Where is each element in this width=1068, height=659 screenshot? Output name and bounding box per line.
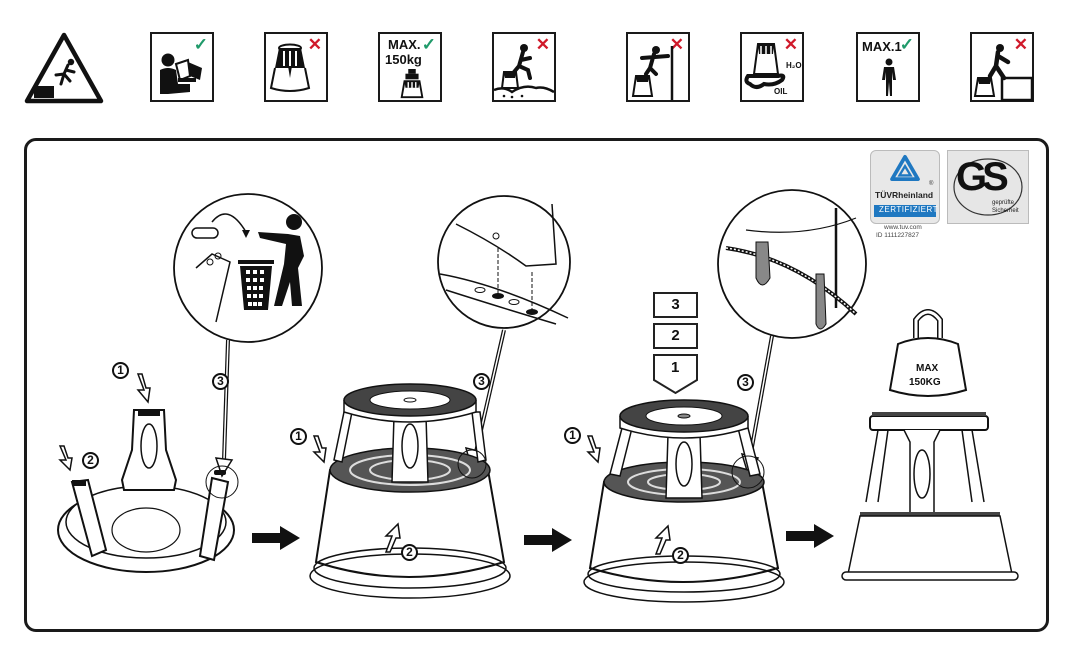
marker-1: 1 [564, 427, 581, 444]
press-arrow-icon [58, 445, 73, 472]
tuv-registered-mark: ® [929, 181, 934, 187]
check-icon: ✓ [193, 35, 208, 54]
press-arrow-icon [312, 435, 327, 464]
person-reading-icon [160, 53, 202, 94]
press-arrow-icon [136, 373, 151, 404]
marker-3: 3 [737, 374, 754, 391]
stack-order-box-2: 2 [653, 323, 698, 349]
push-up-arrow-icon [384, 522, 401, 553]
max-load-weight-icon [888, 309, 968, 397]
max-one-person-pictogram: ✓ MAX.1 [856, 32, 920, 102]
marker-1: 1 [290, 428, 307, 445]
read-manual-pictogram: ✓ [150, 32, 214, 102]
fall-hazard-warning-icon [24, 32, 104, 104]
stack-order-arrow-box [653, 354, 698, 395]
push-up-arrow-icon [654, 524, 671, 555]
gs-logo-icon [953, 158, 1023, 216]
assembled-stool-step3 [583, 399, 785, 603]
h2o-label: H₂O [786, 61, 802, 70]
single-person-icon [882, 58, 896, 96]
step3-detail-circle [717, 189, 867, 339]
marker-3: 3 [473, 373, 490, 390]
no-stepping-sideways-pictogram: ✕ [970, 32, 1034, 102]
weight-label-max: MAX [916, 363, 939, 374]
arrow-right-icon [252, 526, 300, 550]
gs-logo-text: GS [956, 155, 1009, 199]
assembly-instructions-frame [24, 138, 1049, 632]
no-overreaching-pictogram: ✕ [626, 32, 690, 102]
trash-bin-icon [238, 260, 274, 310]
max-load-pictogram: ✓ MAX. 150kg [378, 32, 442, 102]
stack-order-box-3: 3 [653, 292, 698, 318]
person-stepping-off-icon [973, 44, 1034, 102]
cross-icon: ✕ [669, 35, 684, 54]
gs-caption-line1: geprüfte [992, 200, 1015, 206]
max-load-label-line2: 150kg [385, 52, 422, 67]
press-arrow-icon [586, 435, 601, 464]
tuv-url: www.tuv.com [884, 224, 922, 231]
gs-certification-badge: GS geprüfte Sicherheit [947, 150, 1029, 224]
cross-icon: ✕ [535, 35, 550, 54]
stack-order-label-1: 1 [671, 359, 680, 376]
no-uneven-ground-pictogram: ✕ [492, 32, 556, 102]
marker-1: 1 [112, 362, 129, 379]
step2-detail-circle [437, 195, 571, 329]
tuv-triangle-logo-icon [890, 155, 920, 181]
marker-2: 2 [672, 547, 689, 564]
cross-icon: ✕ [783, 35, 798, 54]
check-icon: ✓ [899, 35, 914, 54]
cross-icon: ✕ [1013, 35, 1028, 54]
marker-2: 2 [82, 452, 99, 469]
oil-label: OIL [774, 87, 788, 96]
check-icon: ✓ [421, 35, 436, 54]
person-disposing-icon [258, 214, 304, 306]
step1-pointer-arrow [214, 339, 234, 478]
person-on-uneven-ground-icon [493, 44, 555, 99]
arrow-right-icon [524, 528, 572, 552]
marker-2: 2 [401, 544, 418, 561]
gs-caption-line2: Sicherheit [992, 208, 1019, 214]
finished-step-stool [841, 412, 1019, 581]
weight-label-150kg: 150KG [909, 377, 941, 388]
max-load-label-line1: MAX. [388, 37, 421, 52]
stool-on-oil-spill-icon [744, 43, 786, 89]
no-slippery-surface-pictogram: ✕ H₂O OIL [740, 32, 804, 102]
tuv-zertifiziert-banner: ZERTIFIZIERT [874, 205, 939, 217]
step-stool-icon [269, 43, 311, 92]
tuv-brand-name: TÜVRheinland [875, 190, 934, 200]
assembled-stool-step2 [309, 383, 511, 599]
stool-base-with-legs [57, 409, 239, 573]
weight-on-stool-icon [400, 69, 424, 99]
tuv-certification-badge: ® TÜVRheinland ZERTIFIZIERT [870, 150, 940, 224]
marker-3: 3 [212, 373, 229, 390]
tuv-zertifiziert-label: ZERTIFIZIERT [879, 205, 939, 214]
max-one-label: MAX.1 [862, 39, 902, 54]
person-overreaching-icon [631, 46, 674, 100]
tuv-certificate-id: ID 1111227827 [876, 232, 920, 239]
cross-icon: ✕ [307, 35, 322, 54]
arrow-right-icon [786, 524, 834, 548]
do-not-use-damaged-pictogram: ✕ [264, 32, 328, 102]
